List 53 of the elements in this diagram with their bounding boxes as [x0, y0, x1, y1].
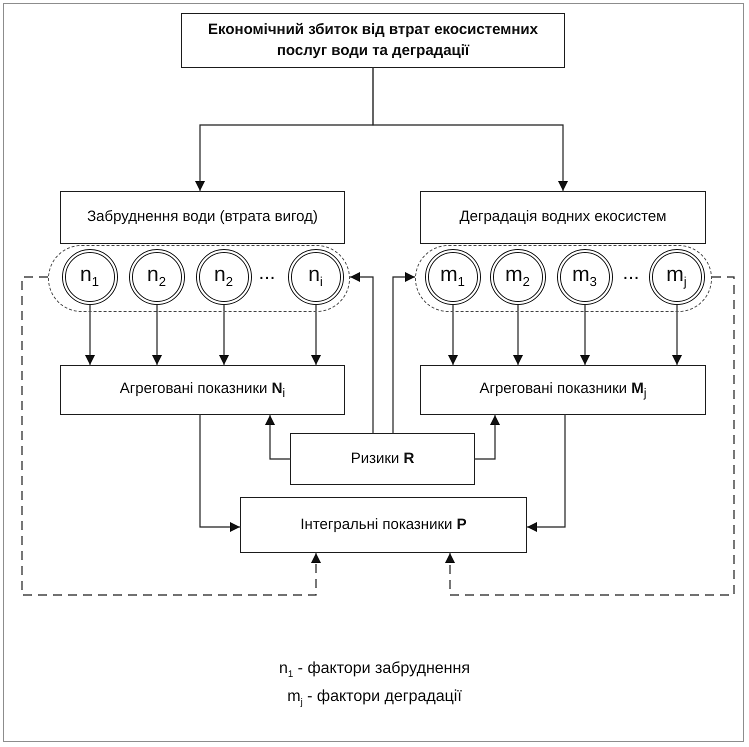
- box-label: Забруднення води (втрата вигод): [87, 207, 318, 228]
- factor-label: n$_{i}$: [308, 263, 323, 290]
- process-box: [240, 497, 527, 553]
- factor-circle: [556, 248, 612, 304]
- process-box: [60, 365, 345, 415]
- factor-label: m$_{2}$: [505, 263, 530, 290]
- arrow: [85, 305, 95, 365]
- box-label: Інтегральні показники P: [300, 514, 467, 535]
- note-text: ...: [258, 262, 276, 285]
- factor-label: m$_{1}$: [440, 263, 465, 290]
- box-label: Ризики R: [350, 448, 414, 469]
- arrow: [672, 305, 682, 365]
- arrow: [265, 415, 290, 460]
- dashed-arrow: [21, 276, 321, 596]
- box-label: Економічний збиток від втрат екосистемних послуг води та деградації: [207, 20, 539, 60]
- dashed-group-outline: [48, 245, 350, 312]
- factor-circle: [490, 248, 546, 304]
- arrow: [580, 305, 590, 365]
- box-label: Агреговані показники N$_{i}$: [120, 378, 286, 402]
- factor-circle: [62, 248, 118, 304]
- arrow: [448, 305, 458, 365]
- process-box: [420, 365, 706, 415]
- factor-label: n$_{2}$: [147, 263, 166, 290]
- arrow: [513, 305, 523, 365]
- arrow: [152, 305, 162, 365]
- factor-label: m$_{3}$: [572, 263, 597, 290]
- dashed-arrow: [445, 276, 735, 596]
- arrow: [199, 415, 240, 532]
- process-box: [60, 191, 345, 244]
- arrow: [527, 415, 566, 532]
- arrow: [219, 305, 229, 365]
- note-text: m$_{j}$ - фактори деградації: [286, 688, 463, 708]
- factor-circle: [196, 248, 252, 304]
- arrow: [350, 272, 374, 433]
- dashed-group-outline: [415, 245, 712, 312]
- arrow: [475, 415, 500, 460]
- factor-label: n$_{2}$: [214, 263, 233, 290]
- process-box: [420, 191, 706, 244]
- box-label: Деградація водних екосистем: [459, 207, 666, 228]
- note-text: n$_{1}$ - фактори забруднення: [278, 660, 472, 680]
- factor-circle: [288, 248, 344, 304]
- process-box: [290, 433, 475, 485]
- factor-circle: [648, 248, 704, 304]
- note-text: ...: [622, 262, 640, 285]
- factor-label: m$_{j}$: [666, 263, 687, 290]
- factor-label: n$_{1}$: [80, 263, 99, 290]
- factor-circle: [128, 248, 184, 304]
- arrow: [392, 272, 415, 433]
- process-box: [181, 13, 565, 68]
- box-label: Агреговані показники M$_{j}$: [479, 378, 647, 402]
- arrow: [372, 68, 568, 191]
- factor-circle: [424, 248, 480, 304]
- arrow: [311, 305, 321, 365]
